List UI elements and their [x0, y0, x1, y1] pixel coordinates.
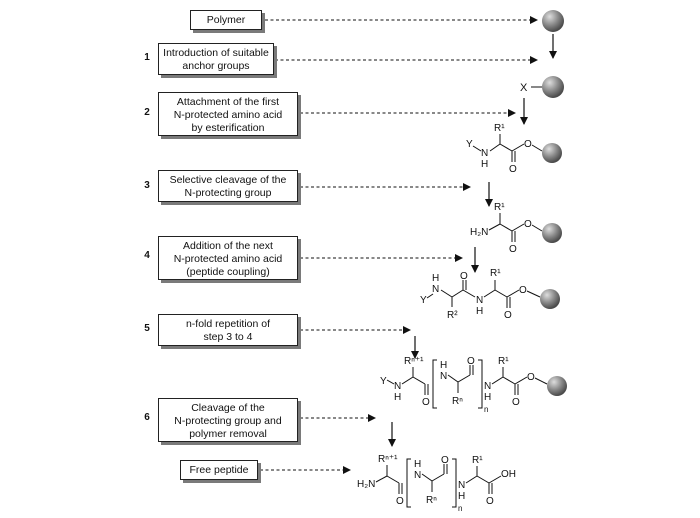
structure-step5: Y N H Rⁿ⁺¹ O H N Rⁿ O n N H: [380, 356, 567, 414]
step-box-4: Addition of the next N-protected amino a…: [158, 236, 298, 280]
label-y: Y: [380, 376, 387, 387]
step-line: Attachment of the first: [176, 96, 280, 108]
label-h: H: [394, 392, 401, 403]
label-n: N: [414, 470, 421, 481]
polymer-bead-0: [542, 10, 564, 32]
polymer-bead-3: [542, 223, 562, 243]
step-line: N-protecting group: [184, 187, 272, 199]
dashed-arrows: [260, 16, 538, 474]
step-number-4: 4: [144, 250, 150, 261]
step-box-3: Selective cleavage of the N-protecting g…: [158, 170, 298, 202]
step-line: (peptide coupling): [186, 266, 270, 278]
label-n: N: [394, 381, 401, 392]
polymer-bead-1: [542, 76, 564, 98]
step-line: N-protecting group and: [174, 415, 282, 427]
step-box-2: Attachment of the first N-protected amin…: [158, 92, 298, 136]
step-line: Cleavage of the: [191, 402, 265, 414]
step-box-polymer: Polymer: [190, 10, 262, 30]
structure-step4: H N Y R² O N H R¹ O O: [420, 268, 560, 321]
step-number-3: 3: [144, 180, 150, 191]
label-n: N: [481, 148, 488, 159]
solid-arrows: [388, 34, 557, 447]
label-n: N: [440, 371, 447, 382]
label-o: O: [396, 496, 404, 507]
step-number-2: 2: [144, 107, 150, 118]
label-subscript-n: n: [484, 405, 488, 414]
label-r1: R¹: [498, 356, 509, 367]
label-r1: R¹: [494, 123, 505, 134]
label-o: O: [441, 455, 449, 466]
label-h: H: [458, 491, 465, 502]
step-line: anchor groups: [182, 60, 250, 72]
label-h: H: [476, 306, 483, 317]
polymer-bead-4: [540, 289, 560, 309]
label-o: O: [512, 397, 520, 408]
label-n: N: [484, 381, 491, 392]
label-h: H: [414, 459, 421, 470]
polymer-bead-2: [542, 143, 562, 163]
step-line: Free peptide: [189, 464, 249, 476]
label-o: O: [460, 271, 468, 282]
label-h2n: H₂N: [470, 227, 488, 238]
step-number-5: 5: [144, 323, 150, 334]
label-h: H: [440, 360, 447, 371]
label-ester-o: O: [519, 285, 527, 296]
label-oh: OH: [501, 469, 516, 480]
step-line: Polymer: [206, 14, 246, 26]
label-o: O: [422, 397, 430, 408]
label-y: Y: [420, 295, 427, 306]
label-y: Y: [466, 139, 473, 150]
step-line: n-fold repetition of: [185, 318, 271, 330]
label-r1: R¹: [494, 202, 505, 213]
structure-step3: H₂N R¹ O O: [470, 202, 562, 255]
label-n: N: [476, 295, 483, 306]
step-box-1: Introduction of suitable anchor groups: [158, 43, 274, 75]
label-h2n: H₂N: [357, 479, 375, 490]
label-h: H: [481, 159, 488, 170]
label-rn: Rⁿ: [426, 495, 437, 506]
label-r2: R²: [447, 310, 458, 321]
step-box-free-peptide: Free peptide: [180, 460, 258, 480]
step-number-1: 1: [144, 52, 150, 63]
label-ester-o: O: [524, 139, 532, 150]
label-rn1: Rⁿ⁺¹: [404, 356, 424, 367]
label-r1: R¹: [472, 455, 483, 466]
step-box-6: Cleavage of the N-protecting group and p…: [158, 398, 298, 442]
step-line: step 3 to 4: [203, 331, 253, 343]
step-line: Introduction of suitable: [163, 47, 269, 59]
structure-step2: Y N H R¹ O O: [466, 123, 562, 175]
label-h: H: [484, 392, 491, 403]
label-o: O: [509, 164, 517, 175]
label-subscript-n: n: [458, 504, 462, 513]
label-ester-o: O: [524, 219, 532, 230]
label-x: X: [520, 82, 528, 94]
label-o: O: [504, 310, 512, 321]
label-rn1: Rⁿ⁺¹: [378, 454, 398, 465]
label-o: O: [509, 244, 517, 255]
step-line: N-protected amino acid: [173, 253, 283, 265]
structure-free-peptide: H₂N Rⁿ⁺¹ O H N Rⁿ O n N H R¹: [357, 454, 516, 513]
label-ester-o: O: [527, 372, 535, 383]
label-r1: R¹: [490, 268, 501, 279]
label-n: N: [458, 480, 465, 491]
step-number-6: 6: [144, 412, 150, 423]
label-o: O: [467, 356, 475, 367]
step-line: N-protected amino acid: [173, 109, 283, 121]
step-line: Selective cleavage of the: [169, 174, 287, 186]
polymer-bead-5: [547, 376, 567, 396]
label-n: N: [432, 284, 439, 295]
step-line: Addition of the next: [183, 240, 273, 252]
step-line: polymer removal: [189, 428, 267, 440]
label-rn: Rⁿ: [452, 396, 463, 407]
step-line: by esterification: [191, 122, 265, 134]
label-o: O: [486, 496, 494, 507]
structure-anchor: X: [520, 76, 564, 98]
step-box-5: n-fold repetition of step 3 to 4: [158, 314, 298, 346]
label-h: H: [432, 273, 439, 284]
